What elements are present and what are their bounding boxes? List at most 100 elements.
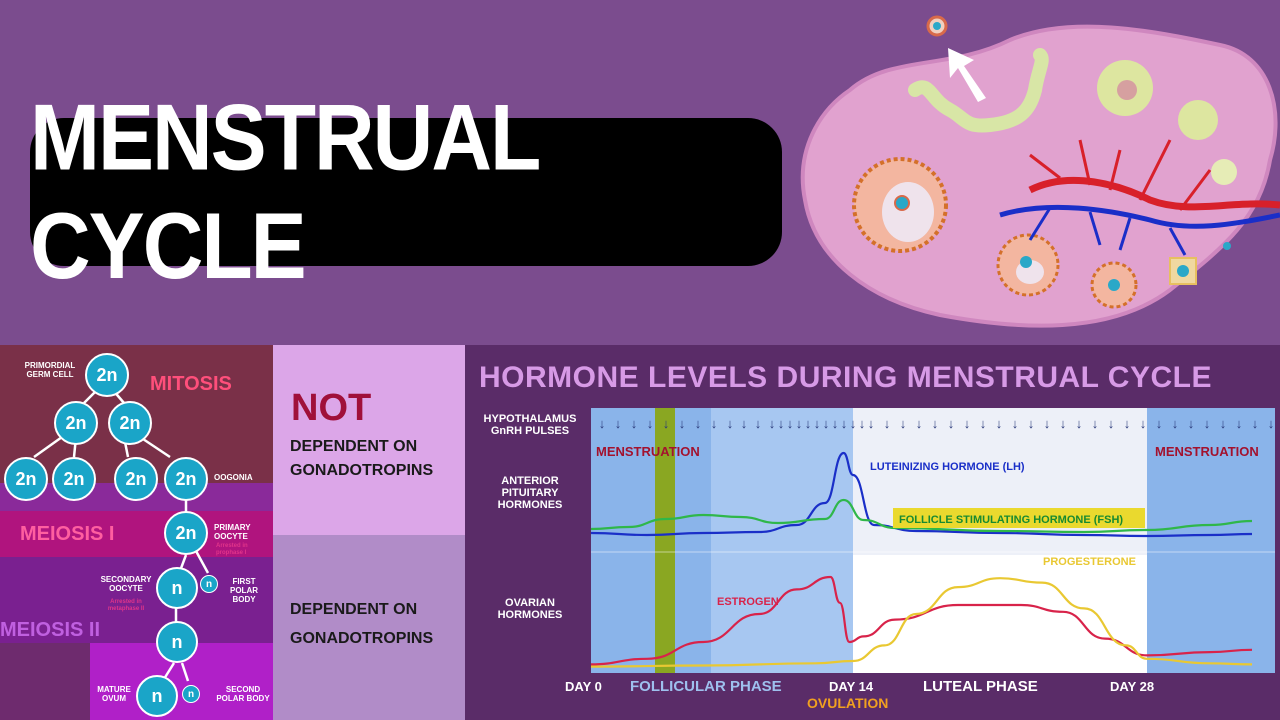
gnrh-pulse-arrow: ↓: [631, 416, 638, 431]
menstruation-right-band: [1147, 408, 1275, 673]
cell-2n: 2n: [4, 457, 48, 501]
estrogen-label: ESTROGEN: [717, 596, 779, 608]
gnrh-pulse-arrow: ↓: [964, 416, 971, 431]
not-dependent-box: NOT DEPENDENT ON GONADOTROPINS: [273, 345, 465, 535]
gnrh-pulse-arrow: ↓: [823, 416, 830, 431]
row-label-hypothalamus: HYPOTHALAMUS GnRH PULSES: [483, 413, 577, 437]
arrested2-note: Arrested in metaphase II: [107, 599, 145, 612]
arrested1-note: Arrested in prophase I: [216, 543, 248, 556]
row-label-ovarian: OVARIAN HORMONES: [497, 597, 563, 621]
menstruation-left-band: [591, 408, 711, 673]
luteal-phase-label: LUTEAL PHASE: [923, 678, 1038, 695]
gnrh-pulse-arrow: ↓: [769, 416, 776, 431]
menstruation-left-label: MENSTRUATION: [596, 444, 700, 459]
not-label: NOT: [291, 387, 372, 429]
gnrh-pulse-arrow: ↓: [778, 416, 785, 431]
ovary-illustration: [800, 15, 1280, 328]
meiosis1-band: [0, 511, 273, 557]
gnrh-pulse-arrow: ↓: [695, 416, 702, 431]
follicular-phase-label: FOLLICULAR PHASE: [630, 678, 782, 695]
follicular-band: [711, 408, 853, 673]
cell-2n: 2n: [85, 353, 129, 397]
page-title: MENSTRUAL CYCLE: [30, 84, 540, 299]
gnrh-pulse-arrow: ↓: [1060, 416, 1067, 431]
gnrh-pulse-arrow: ↓: [615, 416, 622, 431]
mature-ovum-label: MATURE OVUM: [97, 685, 131, 703]
gnrh-pulse-arrow: ↓: [996, 416, 1003, 431]
gnrh-pulse-arrow: ↓: [948, 416, 955, 431]
series-line-2: [590, 575, 1253, 666]
gnrh-pulse-arrow: ↓: [1076, 416, 1083, 431]
x-tick-day14: DAY 14: [829, 679, 874, 694]
meiosis1-label: MEIOSIS I: [20, 523, 115, 545]
x-tick-day28: DAY 28: [1110, 679, 1154, 694]
gnrh-pulse-arrow: ↓: [741, 416, 748, 431]
row-label-anterior: ANTERIOR PITUITARY HORMONES: [497, 475, 563, 511]
secondary-oocyte-label: SECONDARY OOCYTE: [100, 575, 152, 593]
cell-2n: 2n: [108, 401, 152, 445]
meiosis2-label: MEIOSIS II: [0, 619, 101, 641]
menstruation-right-label: MENSTRUATION: [1155, 444, 1259, 459]
gnrh-pulse-arrow: ↓: [1108, 416, 1115, 431]
cell-2n: 2n: [114, 457, 158, 501]
gnrh-pulse-arrow: ↓: [814, 416, 821, 431]
gnrh-pulses: ↓↓↓↓↓↓↓↓↓↓↓↓↓↓↓↓↓↓↓↓↓↓↓↓↓↓↓↓↓↓↓↓↓↓↓↓↓↓↓↓…: [599, 416, 1275, 431]
gnrh-pulse-arrow: ↓: [1124, 416, 1131, 431]
fsh-label-bg: [893, 508, 1145, 528]
mature-ovum-cell: n: [136, 675, 178, 717]
gnrh-pulse-arrow: ↓: [1044, 416, 1051, 431]
gnrh-pulse-arrow: ↓: [1220, 416, 1227, 431]
gnrh-pulse-arrow: ↓: [1252, 416, 1259, 431]
series-line-0: [590, 451, 1253, 538]
title-box: MENSTRUAL CYCLE: [30, 84, 782, 298]
gnrh-pulse-arrow: ↓: [727, 416, 734, 431]
gnrh-pulse-arrow: ↓: [647, 416, 654, 431]
gnrh-pulse-arrow: ↓: [679, 416, 686, 431]
dependency-panel: NOT DEPENDENT ON GONADOTROPINS DEPENDENT…: [273, 345, 465, 720]
gnrh-pulse-arrow: ↓: [805, 416, 812, 431]
ovarian-luteal-band: [853, 555, 1147, 673]
cell-n: n: [156, 621, 198, 663]
lh-label: LUTEINIZING HORMONE (LH): [870, 461, 1025, 473]
gnrh-pulse-arrow: ↓: [900, 416, 907, 431]
x-tick-day0: DAY 0: [565, 679, 602, 694]
ovulation-marker-bar: [655, 408, 675, 673]
gnrh-pulse-arrow: ↓: [1012, 416, 1019, 431]
second-polar-label: SECOND POLAR BODY: [216, 685, 270, 703]
gnrh-pulse-arrow: ↓: [916, 416, 923, 431]
gnrh-pulse-arrow: ↓: [1028, 416, 1035, 431]
oogenesis-panel: PRIMORDIAL GERM CELL MITOSIS MEIOSIS I M…: [0, 345, 273, 720]
header-banner: MENSTRUAL CYCLE: [0, 0, 1280, 345]
gnrh-pulse-arrow: ↓: [663, 416, 670, 431]
primordial-label: PRIMORDIAL GERM CELL: [24, 361, 76, 379]
gnrh-pulse-arrow: ↓: [755, 416, 762, 431]
gnrh-pulse-arrow: ↓: [1156, 416, 1163, 431]
series-line-1: [590, 498, 1253, 534]
dependent-box: DEPENDENT ON GONADOTROPINS: [273, 535, 465, 720]
cell-2n: 2n: [164, 457, 208, 501]
gnrh-pulse-arrow: ↓: [1268, 416, 1275, 431]
gnrh-pulse-arrow: ↓: [859, 416, 866, 431]
gnrh-pulse-arrow: ↓: [932, 416, 939, 431]
gnrh-pulse-arrow: ↓: [787, 416, 794, 431]
polar-body-2: n: [182, 685, 200, 703]
gnrh-pulse-arrow: ↓: [1188, 416, 1195, 431]
polar-body-1: n: [200, 575, 218, 593]
mitosis-label: MITOSIS: [150, 373, 232, 395]
progesterone-label: PROGESTERONE: [1043, 556, 1136, 568]
fsh-label: FOLLICLE STIMULATING HORMONE (FSH): [899, 514, 1123, 526]
hormone-chart-panel: HORMONE LEVELS DURING MENSTRUAL CYCLE HY…: [465, 345, 1280, 720]
gnrh-pulse-arrow: ↓: [1092, 416, 1099, 431]
cell-n: n: [156, 567, 198, 609]
gnrh-pulse-arrow: ↓: [832, 416, 839, 431]
first-polar-label: FIRST POLAR BODY: [230, 577, 258, 604]
hormone-curves: [590, 451, 1253, 668]
gnrh-pulse-arrow: ↓: [884, 416, 891, 431]
cell-2n: 2n: [52, 457, 96, 501]
gnrh-pulse-arrow: ↓: [1236, 416, 1243, 431]
not-dependent-text: DEPENDENT ON GONADOTROPINS: [290, 438, 434, 479]
gnrh-pulse-arrow: ↓: [980, 416, 987, 431]
dependent-text: DEPENDENT ON GONADOTROPINS: [290, 601, 434, 647]
cell-2n: 2n: [164, 511, 208, 555]
chart-title: HORMONE LEVELS DURING MENSTRUAL CYCLE: [479, 361, 1212, 394]
